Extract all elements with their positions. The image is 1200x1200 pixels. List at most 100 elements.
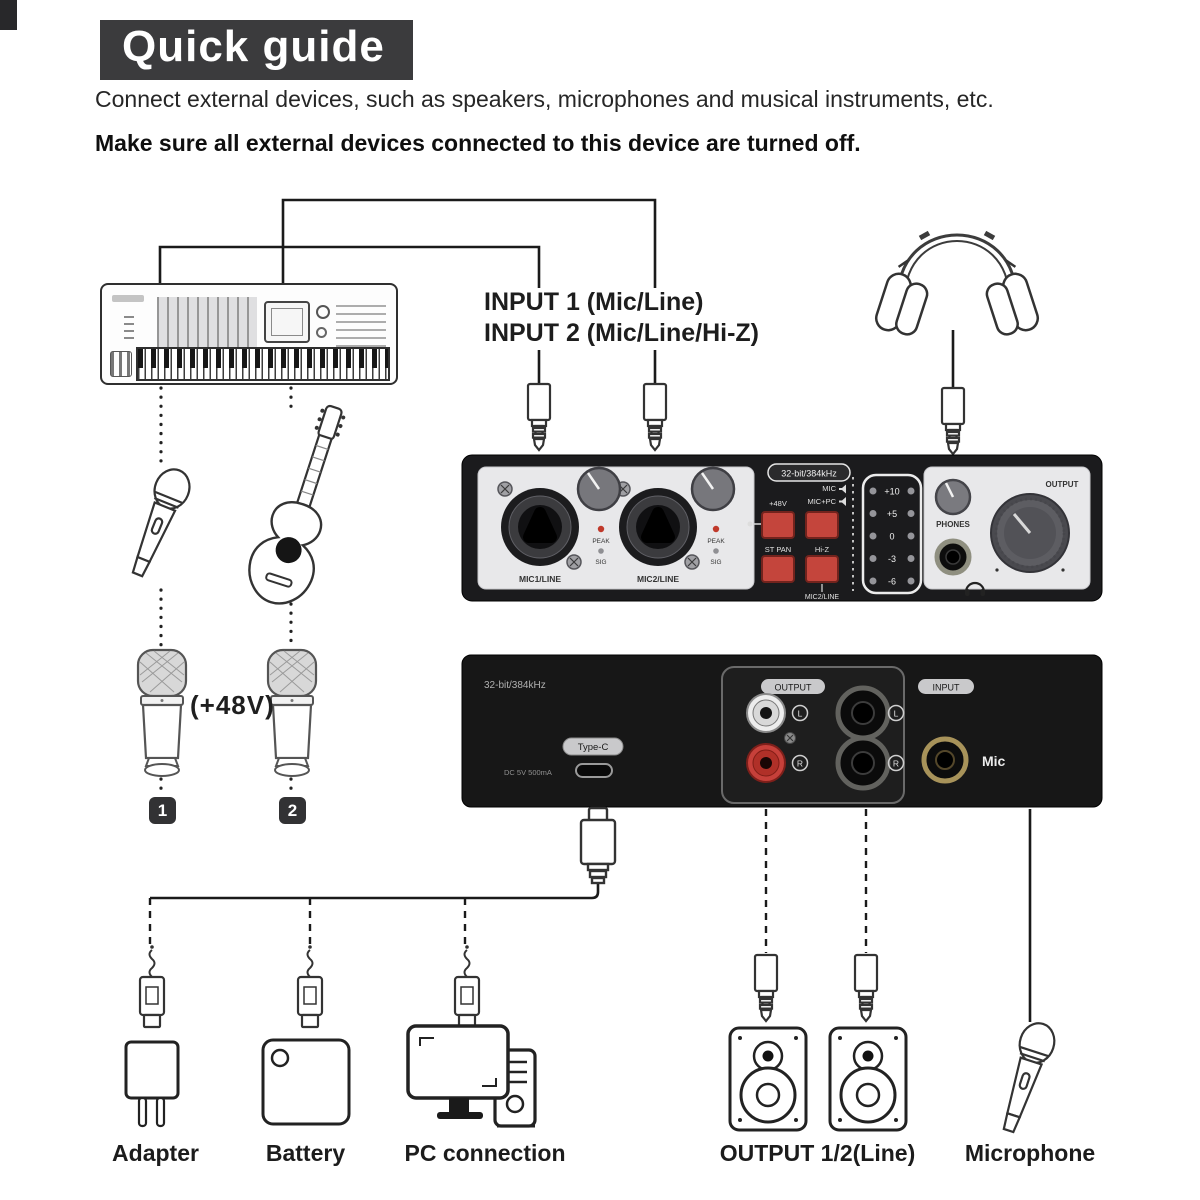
usb-c-plug xyxy=(579,806,617,885)
mic-mode-label: MIC xyxy=(822,484,836,493)
peak-led-1 xyxy=(597,525,605,533)
rear-mic-label: Mic xyxy=(982,753,1006,769)
input-badge xyxy=(918,679,974,694)
rear-bitrate-text: 32-bit/384kHz xyxy=(484,680,546,691)
jack-right-ring xyxy=(887,754,905,772)
trs-plug-input1 xyxy=(526,382,552,452)
meter-minus6: -6 xyxy=(888,577,896,587)
interface-front-panel: PEAK SIG PEAK SIG MIC1/LINE MIC2/LINE 32… xyxy=(461,454,1103,602)
condenser-mic-2 xyxy=(266,648,318,778)
line-out-jack-left xyxy=(835,685,891,741)
headphone-earcup-left xyxy=(874,259,929,336)
peak-label-2: PEAK xyxy=(707,538,725,545)
usb-c-port xyxy=(575,763,613,778)
output-badge xyxy=(761,679,825,694)
phantom-button xyxy=(761,511,795,539)
peak-label-1: PEAK xyxy=(592,538,610,545)
pc-monitor xyxy=(406,1024,510,1100)
meter-plus5: +5 xyxy=(887,509,897,519)
jack2-label: MIC2/LINE xyxy=(637,574,679,584)
meter-zero: 0 xyxy=(889,532,894,542)
hi-z-label: Hi-Z xyxy=(815,545,830,554)
jack-left-label: L xyxy=(894,709,899,719)
channel-badge-2: 2 xyxy=(279,797,306,824)
microphone-illustration xyxy=(991,1017,1061,1137)
scan-corner-mark xyxy=(0,0,17,30)
interface-rear-panel: 32-bit/384kHz Type-C DC 5V 500mA OUTPUT xyxy=(461,654,1103,808)
rca-jack-white xyxy=(746,693,786,733)
page-title: Quick guide xyxy=(100,20,413,80)
intro-text: Connect external devices, such as speake… xyxy=(95,86,994,112)
keyboard-control-rows xyxy=(336,303,386,347)
front-buttons xyxy=(761,511,839,583)
mic-pc-button xyxy=(805,511,839,539)
line-keyboard-to-input1 xyxy=(158,245,541,288)
sig-led-2 xyxy=(713,548,719,554)
rca-jack-red xyxy=(746,743,786,783)
keyboard-knob-small xyxy=(316,327,327,338)
trs-plug-speaker-left xyxy=(753,953,779,1023)
adapter-illustration xyxy=(124,1040,180,1128)
input-badge-text: INPUT xyxy=(933,683,961,693)
dashed-connection-lines xyxy=(148,809,868,953)
type-c-badge xyxy=(562,737,624,756)
input-labels: INPUT 1 (Mic/Line) INPUT 2 (Mic/Line/Hi-… xyxy=(484,287,759,349)
output-12-label: OUTPUT 1/2(Line) xyxy=(719,1140,916,1166)
rca-left-ring xyxy=(791,704,809,722)
power-dot xyxy=(747,521,753,527)
usb-plug-adapter xyxy=(138,944,166,1029)
screw-slots xyxy=(500,484,697,567)
speaker-right-illustration xyxy=(828,1026,908,1132)
phantom-btn-label: +48V xyxy=(769,499,787,508)
speaker-glyph-2 xyxy=(839,497,846,506)
sig-label-2: SIG xyxy=(710,559,721,566)
keyboard-screen-inner xyxy=(271,308,303,336)
output-knob xyxy=(990,493,1070,573)
battery-label: Battery xyxy=(265,1140,346,1166)
bitrate-badge-text: 32-bit/384kHz xyxy=(781,469,837,479)
gain-knob-2 xyxy=(690,466,736,512)
jack-left-ring xyxy=(887,704,905,722)
speaker-left-illustration xyxy=(728,1026,808,1132)
rear-output-section: OUTPUT L R xyxy=(721,666,905,804)
dotted-connection-lines xyxy=(159,386,293,797)
trs-plug-headphones xyxy=(940,386,966,456)
keyboard-illustration xyxy=(100,283,398,385)
jack1-label: MIC1/LINE xyxy=(519,574,561,584)
pc-tower-button xyxy=(505,1094,525,1114)
usb-plug-battery xyxy=(296,944,324,1029)
phones-knob xyxy=(934,478,972,516)
gain-knob-1 xyxy=(576,466,622,512)
battery-illustration xyxy=(261,1038,351,1126)
headphone-earcup-right xyxy=(985,259,1040,336)
line-out-jack-right xyxy=(835,735,891,791)
hi-z-button xyxy=(805,555,839,583)
rca-right-ring xyxy=(791,754,809,772)
keyboard-keys xyxy=(136,347,390,381)
trs-plug-speaker-right xyxy=(853,953,879,1023)
pc-screen-detail xyxy=(419,1037,497,1087)
warning-text: Make sure all external devices connected… xyxy=(95,130,861,156)
dynamic-mic-illustration xyxy=(120,462,197,582)
condenser-mic-1 xyxy=(136,648,188,778)
rear-mic-jack xyxy=(921,736,969,784)
trs-plug-input2 xyxy=(642,382,668,452)
jack-right-label: R xyxy=(893,759,899,769)
keyboard-logo xyxy=(112,295,144,302)
phones-label: PHONES xyxy=(936,520,970,529)
channel-badge-1: 1 xyxy=(149,797,176,824)
power-spec-text: DC 5V 500mA xyxy=(504,768,552,777)
st-pan-label: ST PAN xyxy=(765,545,791,554)
keyboard-knob xyxy=(316,305,330,319)
meter-plus10: +10 xyxy=(884,487,899,497)
headphones-illustration xyxy=(874,230,1040,336)
keyboard-pitch-wheels xyxy=(110,351,132,377)
headphone-icon xyxy=(964,581,986,596)
input1-label: INPUT 1 (Mic/Line) xyxy=(484,288,704,316)
adapter-label: Adapter xyxy=(112,1140,199,1166)
level-meter: +10 +5 0 -3 -6 xyxy=(861,473,923,595)
bitrate-badge xyxy=(767,463,851,482)
usb-plug-pc xyxy=(453,944,481,1029)
